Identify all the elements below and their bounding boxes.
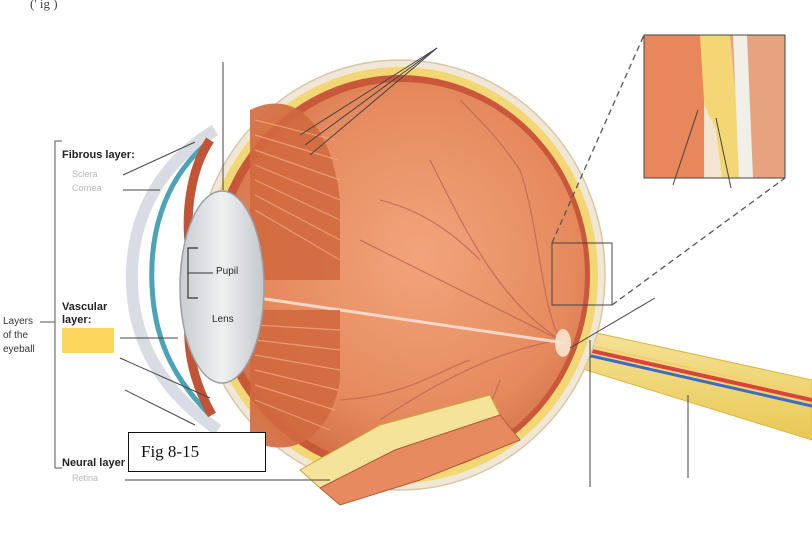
layers-bracket: [40, 140, 62, 469]
header-fragment: (' ig ): [30, 0, 58, 11]
retina-label: Retina: [72, 473, 99, 483]
leader-lines: [119, 47, 732, 487]
cornea: [125, 124, 222, 435]
figure-caption: Fig 8-15: [128, 432, 266, 472]
sclera-label: Sclera: [72, 169, 98, 179]
optic-nerve: [559, 324, 812, 441]
fibrous-layer-label: Fibrous layer:: [62, 149, 135, 161]
section-line: [244, 294, 566, 345]
lens-label: Lens: [212, 314, 234, 325]
layers-label-line3: eyeball: [3, 344, 35, 355]
neural-layer-label: Neural layer: [62, 457, 125, 469]
zoom-inset: [643, 34, 786, 179]
vascular-layer-label-line1: Vascular: [62, 301, 108, 313]
optic-disc: [555, 329, 571, 357]
ciliary-body: [250, 103, 341, 448]
zoom-connector-lines: [551, 34, 786, 306]
vascular-layer-label-line2: layer:: [62, 314, 92, 326]
pupil-label: Pupil: [216, 266, 239, 277]
layers-label-line1: Layers: [3, 316, 34, 327]
layers-label-line2: of the: [3, 330, 29, 341]
label-cover-box: [62, 328, 114, 353]
cornea-label: Cornea: [72, 183, 102, 193]
retina-cutaway: [299, 394, 521, 506]
retinal-vessels: [339, 99, 561, 461]
zoom-source-box: [551, 242, 613, 306]
lens: [179, 190, 265, 384]
